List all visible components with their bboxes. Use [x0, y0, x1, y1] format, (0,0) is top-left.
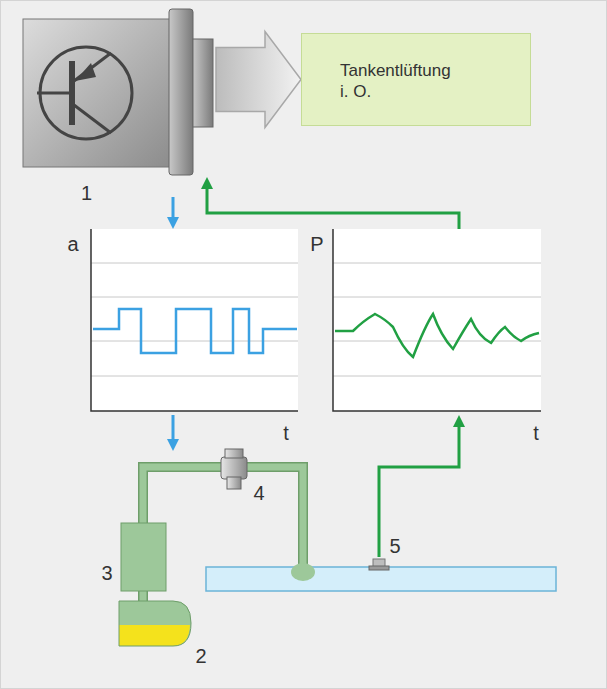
axis-label: t: [283, 423, 289, 443]
callout-number: 4: [253, 483, 264, 503]
callout-number: 1: [81, 181, 92, 206]
intake-pipe: [206, 563, 556, 591]
control-unit: [23, 9, 213, 175]
block-arrow: [216, 32, 301, 128]
status-text: Tankentlüftung i. O.: [340, 60, 458, 103]
signal-arrow: [172, 197, 175, 223]
signal-arrow: [172, 415, 175, 445]
pressure-sensor: [369, 559, 389, 570]
status-box: Tankentlüftung i. O.: [301, 33, 531, 126]
axis-label: t: [533, 423, 539, 443]
callout-number: 2: [195, 646, 206, 666]
feedback-arrow: [379, 421, 459, 557]
callout-number: 5: [389, 536, 400, 556]
axis-label: P: [310, 234, 323, 254]
fuel-tank: [119, 601, 191, 646]
control-unit-node: 1: [23, 11, 216, 173]
purge-valve: [221, 449, 247, 489]
callout-number: 3: [101, 563, 112, 583]
duty-cycle-chart: [91, 229, 298, 411]
carbon-canister: [121, 523, 166, 591]
axis-label: a: [67, 234, 78, 254]
pressure-chart: [333, 229, 541, 411]
